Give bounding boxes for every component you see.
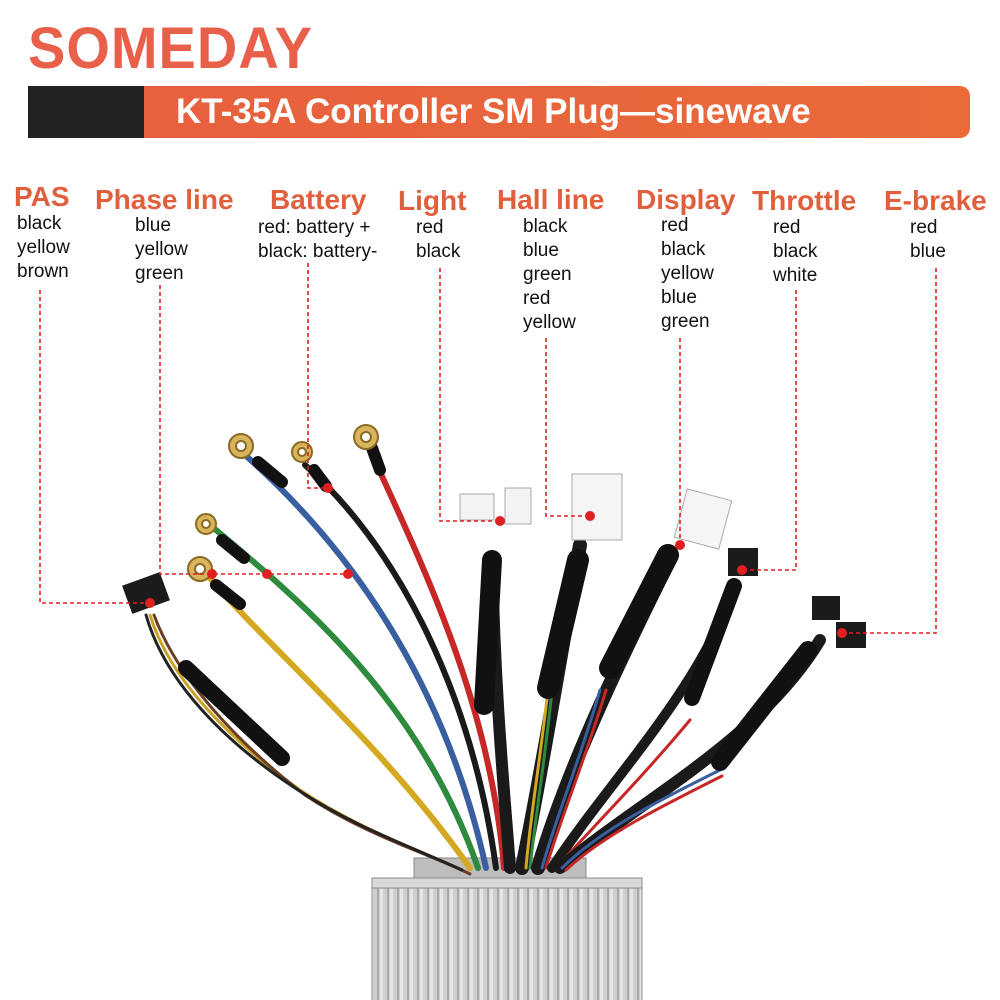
wire-color: black [416,241,461,262]
header-phase-line: Phase line [95,184,234,215]
wire-color: blue [661,287,697,308]
phase-line-wire-list: blue yellow green [135,214,188,286]
hall-line-wire-list: black blue green red yellow [523,215,576,335]
banner-bar [144,86,970,138]
wire-color: blue [910,241,946,262]
header-hall-line: Hall line [497,184,605,215]
pas-wire-list: black yellow brown [17,212,70,284]
logo-text: SOMEDAY [28,14,314,81]
sleeves [178,442,817,771]
leader-lines [39,263,937,634]
throttle-wire-list: red black white [773,216,817,288]
header-light: Light [398,185,467,216]
wire-color: red [523,288,551,309]
ring-terminals [187,424,379,582]
banner-title: KT-35A Controller SM Plug—sinewave [176,92,811,131]
wire-color: white [773,265,818,286]
header-battery: Battery [270,184,367,215]
battery-wire-list: red: battery + black: battery- [258,216,377,264]
wire-color: green [661,311,710,332]
wire-color: red [910,217,938,238]
header-e-brake: E-brake [884,185,987,216]
header-pas: PAS [14,181,70,212]
wire-color: red [773,217,801,238]
wire-color: yellow [661,263,714,284]
e-brake-wire-list: red blue [910,216,946,264]
wire-color: green [135,263,184,284]
wire-color: red: battery + [258,217,371,238]
wire-color: yellow [135,239,188,260]
wire-color: red [416,217,444,238]
wire-color: black [773,241,818,262]
header-display: Display [636,184,736,215]
wire-color: black [17,213,62,234]
controller-body [371,857,643,1000]
wire-color: blue [523,240,559,261]
wire-color: blue [135,215,171,236]
wire-color: black: battery- [258,241,378,262]
title-banner: KT-35A Controller SM Plug—sinewave [28,86,970,138]
wire-color: black [661,239,706,260]
display-wire-list: red black yellow blue green [661,214,714,334]
wire-color: green [523,264,572,285]
brand-logo: SOMEDAY [28,14,314,81]
wire-color: red [661,215,689,236]
light-wire-list: red black [416,216,460,264]
wire-color: brown [17,261,69,282]
header-throttle: Throttle [752,185,857,216]
wire-color: black [523,216,568,237]
leader-dots [145,483,847,638]
wire-color: yellow [17,237,70,258]
banner-dark-block [28,86,144,138]
wire-color: yellow [523,312,576,333]
